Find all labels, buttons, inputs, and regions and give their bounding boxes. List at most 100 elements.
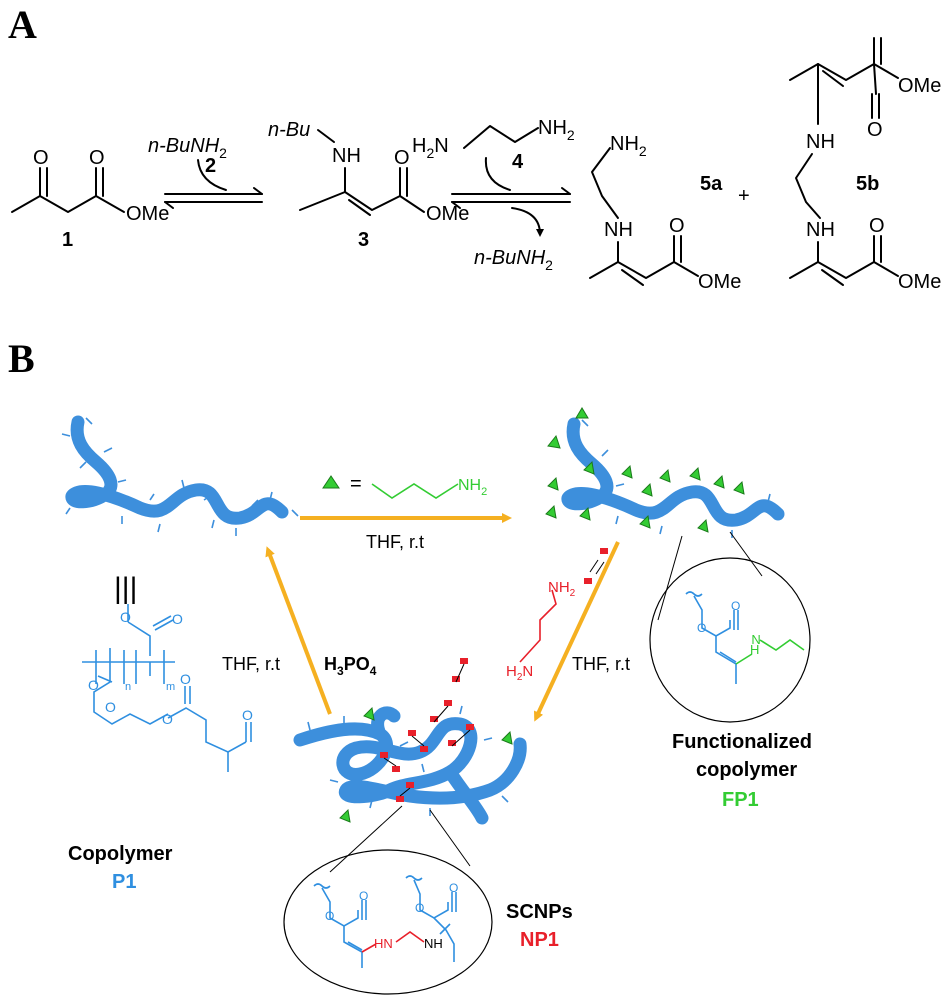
polymer-p1-chain xyxy=(61,415,299,536)
nh2-5a-sub: 2 xyxy=(639,143,647,159)
atom-o: O xyxy=(325,909,334,923)
step1-arrows: n-BuNH2 2 xyxy=(148,135,263,209)
atom-ome: OMe xyxy=(898,271,941,293)
nanoparticle-np1 xyxy=(293,658,527,825)
acid-sub2: 4 xyxy=(370,664,377,678)
atom-ome: OMe xyxy=(126,203,169,225)
fp1-nh: HN xyxy=(750,632,761,657)
np1-hn: HN xyxy=(374,936,393,951)
diamine-h-sub: 2 xyxy=(517,672,523,683)
atom-o: O xyxy=(867,119,883,141)
atom-ome: OMe xyxy=(426,203,469,225)
atom-o: O xyxy=(731,599,740,613)
legend-nh2: NH2 xyxy=(458,477,487,498)
label-5b: 5b xyxy=(856,173,879,195)
triple-bond-symbol: ||| xyxy=(114,572,137,605)
atom-ome: OMe xyxy=(698,271,741,293)
nh2-label: NH2 xyxy=(538,117,575,143)
atom-o: O xyxy=(105,699,116,715)
atom-o: O xyxy=(89,147,105,169)
diamine-n: N xyxy=(522,663,533,680)
atom-nh: NH xyxy=(604,219,633,241)
subscript-m: m xyxy=(166,681,175,693)
fp1-n: N xyxy=(751,632,760,647)
diamine-h: H xyxy=(506,663,517,680)
nh2-5a: NH2 xyxy=(610,133,647,159)
np1-zoom: O O HN NH O O xyxy=(283,805,493,995)
compound-1: O O OMe 1 xyxy=(11,147,169,251)
compound-number-1: 1 xyxy=(62,229,73,251)
compound-5b: OMe O NH NH O OMe 5b xyxy=(789,37,941,293)
step2-arrows: H2N NH2 4 n-BuNH2 xyxy=(412,117,575,273)
compound-5a: NH2 NH O OMe 5a xyxy=(589,133,741,293)
acid-sub1: 3 xyxy=(337,664,344,678)
compound-number-2: 2 xyxy=(205,155,216,177)
fp1-h: H xyxy=(750,642,759,657)
diamine-nh: NH xyxy=(548,579,570,596)
byproduct-label: n-BuNH2 xyxy=(474,247,553,273)
compound-3: n-Bu NH O OMe 3 xyxy=(268,119,469,251)
nh2-sub: 2 xyxy=(567,127,575,143)
h2n-h: H xyxy=(412,135,426,157)
atom-o: O xyxy=(669,215,685,237)
reagent-2: n-BuNH xyxy=(148,135,220,157)
equals-sign: = xyxy=(350,473,362,495)
atom-o: O xyxy=(162,711,173,727)
atom-o: O xyxy=(394,147,410,169)
amine-legend: = NH2 xyxy=(322,473,487,499)
compound-number-4: 4 xyxy=(512,151,524,173)
arrow-fp1-to-np1 xyxy=(534,541,620,722)
byproduct-sub: 2 xyxy=(545,257,553,273)
h2n-label: H2N xyxy=(412,135,449,161)
fp-code: FP1 xyxy=(722,789,759,811)
copolymer-code: P1 xyxy=(112,871,136,893)
scnp-title: SCNPs xyxy=(506,901,573,923)
panel-a-label: A xyxy=(8,2,37,47)
fp-title-1: Functionalized xyxy=(672,731,812,753)
atom-o: O xyxy=(180,671,191,687)
np1-nh: NH xyxy=(424,936,443,951)
atom-o: O xyxy=(359,889,368,903)
atom-o: O xyxy=(120,609,131,625)
atom-o: O xyxy=(415,901,424,915)
atom-nh: NH xyxy=(806,131,835,153)
compound-number-3: 3 xyxy=(358,229,369,251)
byproduct-text: n-BuNH xyxy=(474,247,546,269)
diamine-nh-sub: 2 xyxy=(570,588,576,599)
atom-nh: NH xyxy=(332,145,361,167)
fp-title-2: copolymer xyxy=(696,759,797,781)
nbu-text: n-Bu xyxy=(268,119,310,141)
nh2-5a-nh: NH xyxy=(610,133,639,155)
reagent-2-sub: 2 xyxy=(219,145,227,161)
reagent-2-text: n-BuNH2 xyxy=(148,135,227,161)
crosslinker: NH2 H2N xyxy=(506,548,608,683)
subscript-n: n xyxy=(125,681,131,693)
diamine-nh2: NH2 xyxy=(548,579,576,599)
condition-left: THF, r.t xyxy=(222,654,280,674)
atom-o: O xyxy=(869,215,885,237)
atom-o: O xyxy=(88,677,99,693)
nh2-nh: NH xyxy=(538,117,567,139)
fp1-zoom: O O HN xyxy=(649,531,811,723)
nbu-label: n-Bu xyxy=(268,119,310,141)
triangle-icon xyxy=(322,475,340,489)
legend-nh2-sub: 2 xyxy=(481,486,487,498)
acid-h: H xyxy=(324,654,337,674)
scnp-code: NP1 xyxy=(520,929,559,951)
label-5a: 5a xyxy=(700,173,723,195)
h2n-sub: 2 xyxy=(426,145,434,161)
acid-po: PO xyxy=(344,654,370,674)
atom-o: O xyxy=(172,611,183,627)
plus-sign: + xyxy=(738,185,750,207)
atom-o: O xyxy=(449,881,458,895)
panel-b-label: B xyxy=(8,336,35,381)
atom-o: O xyxy=(33,147,49,169)
acid-label: H3PO4 xyxy=(324,654,377,678)
atom-o: O xyxy=(697,621,706,635)
h2n-n: N xyxy=(434,135,448,157)
atom-o: O xyxy=(242,707,253,723)
copolymer-title: Copolymer xyxy=(68,843,173,865)
atom-nh: NH xyxy=(806,219,835,241)
